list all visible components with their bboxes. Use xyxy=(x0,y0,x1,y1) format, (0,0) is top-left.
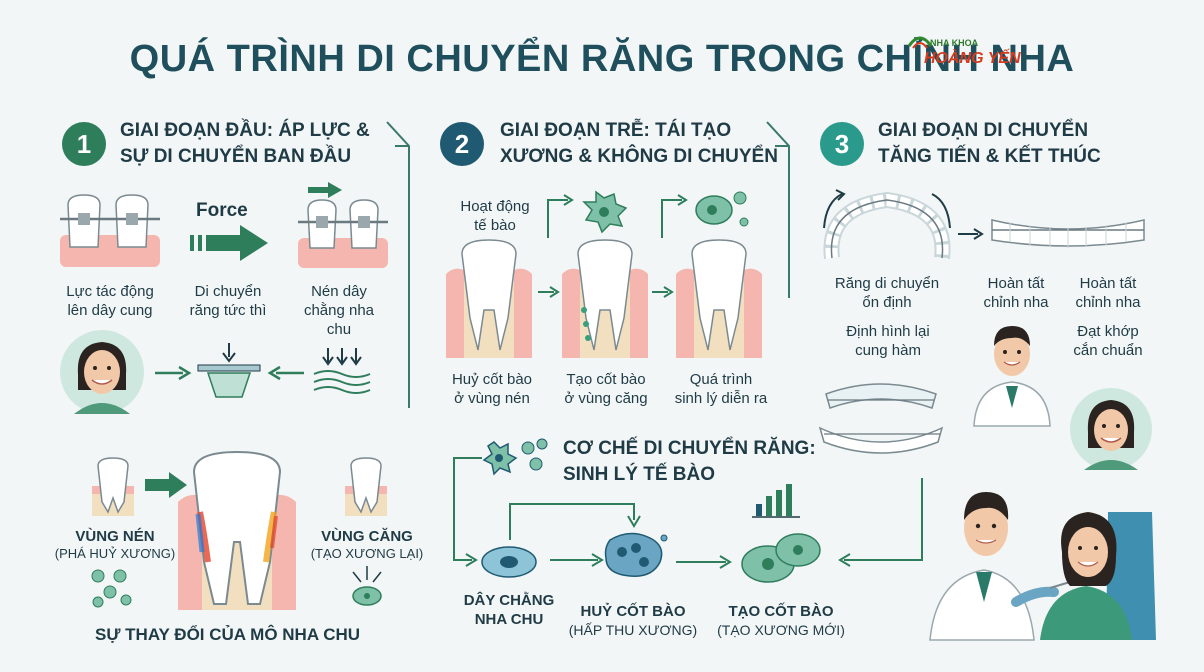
arch-arrow-icon xyxy=(958,228,984,240)
osteoclast-cell-icon xyxy=(547,190,628,238)
arrow-small-1-icon xyxy=(538,286,560,298)
stage1-badge: 1 xyxy=(62,122,106,166)
label-ideal-bite: Đạt khớp cắn chuẩn xyxy=(1073,323,1143,359)
doctor-avatar xyxy=(973,326,1051,427)
logo-text-big: HOÀNG YẾN xyxy=(924,50,1021,67)
aligner-icon xyxy=(818,383,944,454)
osteoblast-sub: (TẠO XƯƠNG MỚI) xyxy=(717,622,845,638)
force-arrow-icon xyxy=(190,225,268,261)
tissue-caption: SỰ THAY ĐỔI CỦA MÔ NHA CHU xyxy=(95,625,361,644)
page-title: QUÁ TRÌNH DI CHUYỂN RĂNG TRONG CHỈNH NHA xyxy=(129,38,1075,80)
arrow-left-icon xyxy=(267,365,304,381)
mechanism-cells-icon xyxy=(482,438,548,476)
arrow-small-2-icon xyxy=(652,286,674,298)
small-tooth-icon xyxy=(92,457,134,516)
mechanism-title: CƠ CHẾ DI CHUYỂN RĂNG: SINH LÝ TẾ BÀO xyxy=(563,438,816,485)
label-complete-1: Hoàn tất chỉnh nha xyxy=(983,275,1049,311)
label-force-on-wire: Lực tác động lên dây cung xyxy=(66,283,154,319)
compression-layers-icon xyxy=(313,348,371,394)
pressure-icon xyxy=(197,343,261,398)
pdl-cell-icon xyxy=(481,546,537,578)
mechanism-flow-lines xyxy=(453,457,923,569)
stage2-badge: 2 xyxy=(440,122,484,166)
compression-zone-sub: (PHÁ HUỶ XƯƠNG) xyxy=(54,546,176,561)
pdl-label: DÂY CHẰNG NHA CHU xyxy=(463,592,555,628)
cells-cluster-icon xyxy=(91,569,132,608)
osteoblast-cell-icon xyxy=(661,191,749,238)
tension-zone-title: VÙNG CĂNG xyxy=(321,528,413,545)
tooth-socket-3 xyxy=(676,239,762,358)
divider-chevron-1 xyxy=(386,121,410,408)
compression-zone-title: VÙNG NÉN xyxy=(75,528,155,545)
patient-avatar-2 xyxy=(1070,388,1152,470)
arrow-right-icon xyxy=(155,365,192,381)
straight-teeth-icon xyxy=(991,219,1145,248)
cell-activity-label: Hoạt động tế bào xyxy=(460,198,530,234)
label-complete-2: Hoàn tất chỉnh nha xyxy=(1075,275,1141,311)
tooth-socket-1 xyxy=(446,239,532,358)
label-osteoblast-tension: Tạo cốt bào ở vùng căng xyxy=(564,371,648,407)
force-label: Force xyxy=(196,200,248,221)
braces-teeth-icon xyxy=(60,194,160,267)
stage1-title: GIAI ĐOẠN ĐẦU: ÁP LỰC & SỰ DI CHUYỂN BAN… xyxy=(120,120,370,167)
tooth-socket-2 xyxy=(562,239,648,358)
logo-icon xyxy=(907,36,933,49)
stage3-badge: 3 xyxy=(820,122,864,166)
osteoblast-large-icon xyxy=(741,533,821,583)
label-immediate-move: Di chuyển răng tức thì xyxy=(189,283,267,319)
divider-chevron-2 xyxy=(766,121,790,298)
small-tooth-right-icon xyxy=(345,457,387,516)
logo-text-small: NHA KHOA xyxy=(930,38,979,48)
label-physiological-process: Quá trình sinh lý diễn ra xyxy=(674,371,768,407)
large-tooth-diagram xyxy=(178,450,296,610)
osteoblast-title: TẠO CỐT BÀO xyxy=(728,603,834,620)
stage3-title: GIAI ĐOẠN DI CHUYỂN TĂNG TIẾN & KẾT THÚC xyxy=(878,120,1101,167)
tissue-arrow-icon xyxy=(145,472,187,498)
tension-zone-sub: (TẠO XƯƠNG LẠI) xyxy=(310,546,424,561)
osteoclast-large-icon xyxy=(604,532,668,577)
label-reshape-arch: Định hình lại cung hàm xyxy=(846,323,930,359)
dentist-scene-illustration xyxy=(929,492,1156,641)
growth-bar-icon xyxy=(752,484,800,518)
patient-avatar xyxy=(60,330,144,414)
dental-arch-icon xyxy=(823,189,951,259)
braces-teeth-moved-icon xyxy=(298,199,388,268)
osteoclast-sub: (HẤP THU XƯƠNG) xyxy=(568,622,698,638)
label-osteoclast-compression: Huỷ cốt bào ở vùng nén xyxy=(451,371,533,407)
label-compress-pdl: Nén dây chằng nha chu xyxy=(303,283,375,338)
label-stable-movement: Răng di chuyển ổn định xyxy=(834,275,940,311)
cell-growth-icon xyxy=(352,566,382,606)
move-right-arrow-icon xyxy=(308,182,342,198)
osteoclast-title: HUỶ CỐT BÀO xyxy=(580,603,686,620)
stage2-title: GIAI ĐOẠN TRỄ: TÁI TẠO XƯƠNG & KHÔNG DI … xyxy=(500,120,778,167)
